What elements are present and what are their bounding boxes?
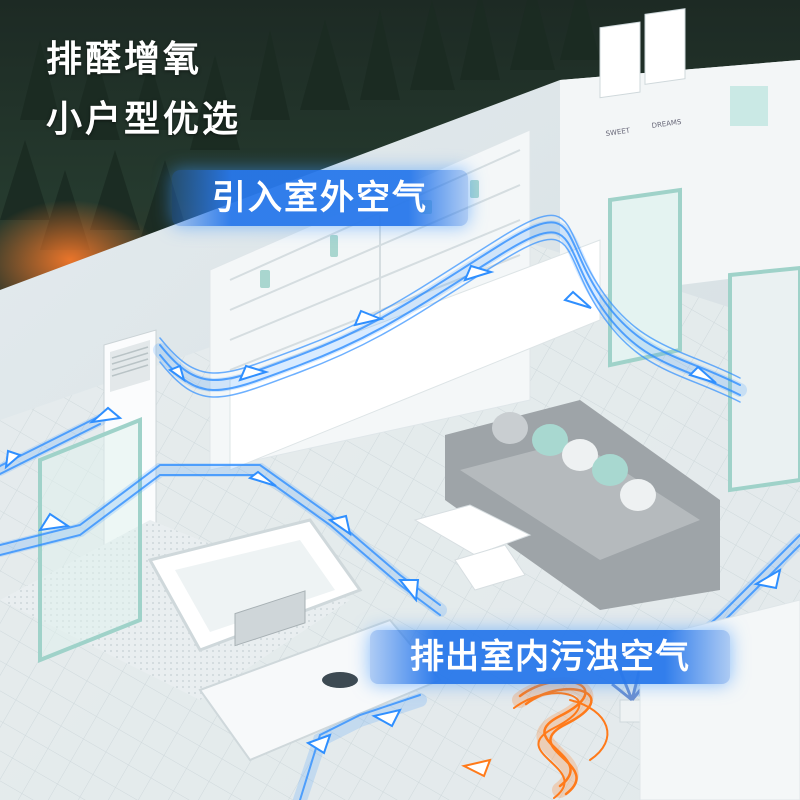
arrow-9: [38, 512, 71, 532]
arrow-3: [353, 309, 385, 327]
bathroom-glass-partition: [38, 417, 142, 663]
sofa-seat: [460, 440, 700, 560]
headline-subtitle: 小户型优选: [46, 99, 242, 140]
arrow-11: [327, 514, 352, 537]
side-table: [454, 544, 526, 591]
stale-air-arrow: [461, 758, 492, 778]
intake-air-label: 引入室外空气: [172, 170, 468, 226]
arrow-4: [463, 264, 495, 282]
tv-console: [229, 239, 601, 471]
arrow-2: [238, 364, 270, 382]
wall-cabinet: [730, 86, 768, 126]
arrow-13: [753, 567, 782, 590]
arrow-8: [4, 449, 22, 470]
flow-arrows: [4, 264, 782, 755]
sofa-cushions: [492, 412, 656, 511]
arrow-10: [247, 470, 277, 487]
bathtub-basin: [175, 540, 335, 632]
bedroom-partition: [728, 265, 800, 493]
arrow-12: [397, 579, 420, 603]
headline-feature: 排醛增氧: [46, 39, 203, 80]
arrow-14: [371, 708, 402, 728]
arrow-5: [563, 290, 592, 309]
coffee-table: [413, 504, 532, 556]
exhaust-air-label: 排出室内污浊空气: [370, 630, 730, 684]
arrow-6: [688, 365, 717, 384]
potted-plant: [611, 667, 652, 723]
kitchen-sink: [234, 590, 306, 647]
wall-art: [599, 8, 686, 99]
bookshelf: [229, 149, 521, 371]
arrow-7: [88, 406, 123, 424]
stale-air-stream: [512, 677, 609, 799]
arrow-1: [167, 364, 186, 383]
arrow-15: [305, 733, 332, 755]
cooking-pot: [322, 672, 358, 688]
art-text-sweet: SWEET: [605, 127, 631, 138]
